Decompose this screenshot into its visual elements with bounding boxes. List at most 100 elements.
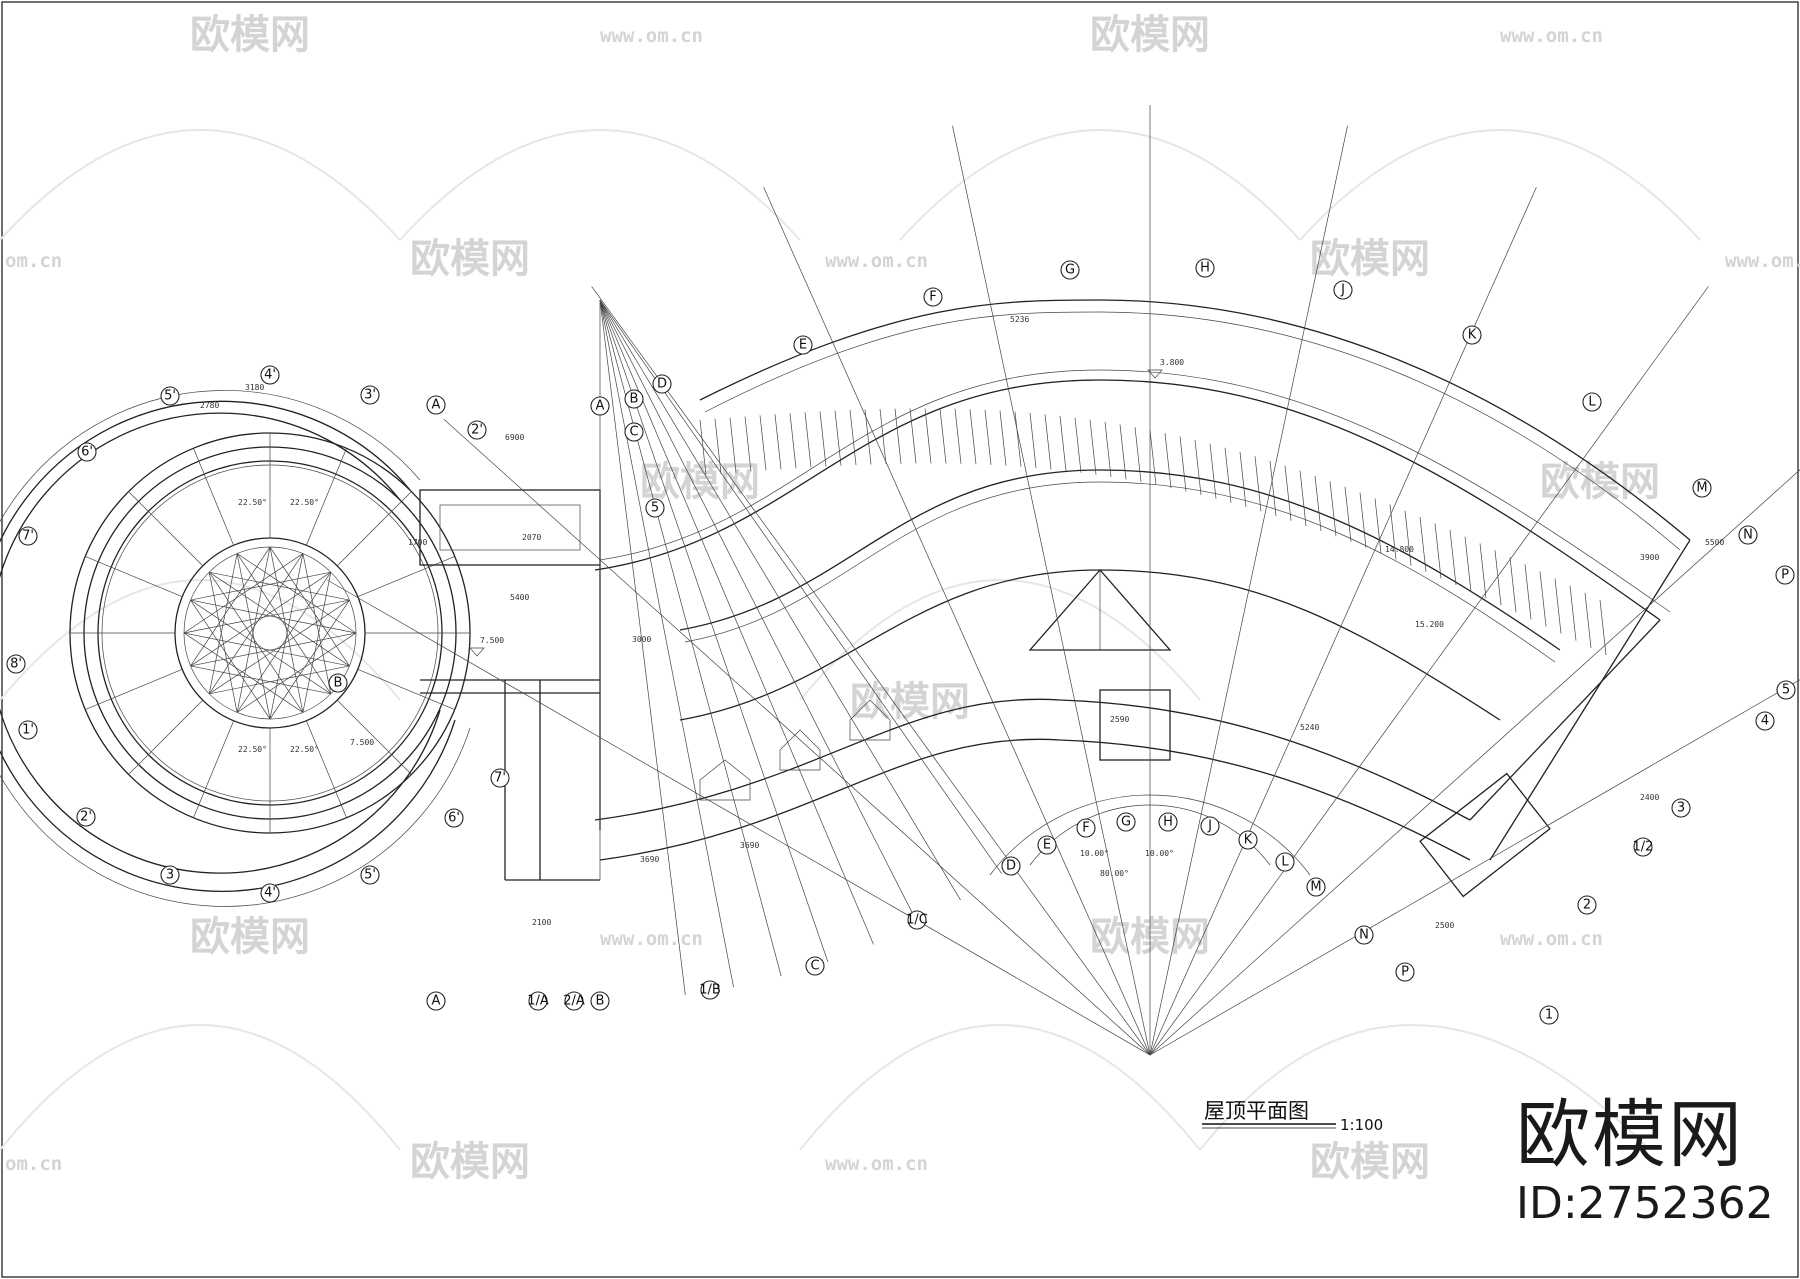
watermark-brand: 欧模网 bbox=[1310, 1139, 1430, 1185]
dimension-label: 3690 bbox=[740, 841, 759, 850]
grid-bubble-label: 1 bbox=[1545, 1008, 1553, 1023]
angle-label: 10.00° bbox=[1145, 849, 1174, 858]
grid-bubble: H bbox=[1195, 258, 1215, 278]
dimension-label: 5236 bbox=[1010, 315, 1029, 324]
grid-bubble-circle bbox=[1275, 852, 1295, 872]
watermark-brand: 欧模网 bbox=[190, 914, 310, 960]
circular-pavilion bbox=[0, 390, 471, 907]
grid-bubble-circle bbox=[467, 420, 487, 440]
grid-bubble: J bbox=[1333, 280, 1353, 300]
watermark-url: www.om.cn bbox=[1500, 928, 1603, 950]
grid-bubble-label: N bbox=[1359, 928, 1369, 943]
grid-bubble-label: L bbox=[1588, 395, 1596, 410]
star-line bbox=[190, 599, 332, 695]
grid-bubble-label: J bbox=[1340, 283, 1345, 298]
grid-bubble-label: D bbox=[657, 377, 667, 392]
grid-bubble: K bbox=[1462, 325, 1482, 345]
fan-line bbox=[591, 286, 1151, 1056]
rafter-line bbox=[849, 409, 857, 466]
rafter-line bbox=[1599, 599, 1607, 656]
grid-bubble: D bbox=[1001, 856, 1021, 876]
grid-bubble: M bbox=[1692, 478, 1712, 498]
watermark-brand: 欧模网 bbox=[190, 12, 310, 58]
rafter-line bbox=[1029, 412, 1037, 468]
fan-line bbox=[1149, 286, 1709, 1056]
grid-bubble: B bbox=[590, 991, 610, 1011]
grid-bubble: 1/B bbox=[699, 980, 721, 1000]
fan-line bbox=[599, 299, 919, 924]
rafter-line bbox=[774, 414, 782, 470]
brand-logo: 欧模网 ID:2752362 bbox=[1516, 1092, 1774, 1229]
grid-bubble-circle bbox=[907, 910, 927, 930]
grid-bubble: 8' bbox=[6, 654, 26, 674]
drawing-scale: 1:100 bbox=[1340, 1116, 1383, 1134]
spoke-line bbox=[85, 556, 183, 597]
grid-bubble-label: L bbox=[1281, 855, 1289, 870]
elevation-label: 14.800 bbox=[1385, 545, 1414, 554]
grid-bubble-circle bbox=[1395, 962, 1415, 982]
grid-bubble-circle bbox=[1692, 478, 1712, 498]
rafter-line bbox=[1269, 460, 1277, 516]
elevation-markers: 3.800 7.500 14.800 15.200 7.500 bbox=[350, 358, 1444, 747]
rafter-line bbox=[1299, 470, 1307, 526]
grid-bubble: E bbox=[793, 335, 813, 355]
dimension-label: 5500 bbox=[1705, 538, 1724, 547]
rafter-line bbox=[1149, 429, 1157, 486]
grid-bubble-label: A bbox=[596, 399, 605, 414]
spoke-line bbox=[336, 699, 412, 775]
grid-bubble: J bbox=[1200, 816, 1220, 836]
grid-bubble-label: P bbox=[1781, 568, 1789, 583]
grid-bubble-label: B bbox=[596, 994, 605, 1009]
dimension-label: 5240 bbox=[1300, 723, 1319, 732]
rafter-line bbox=[1194, 439, 1202, 496]
watermark-brand: 欧模网 bbox=[850, 679, 970, 725]
grid-bubble: G bbox=[1060, 260, 1080, 280]
rafter-line bbox=[954, 408, 962, 464]
dimension-label: 3900 bbox=[1640, 553, 1659, 562]
fan-line bbox=[1149, 469, 1800, 1056]
watermark-url: www.om.cn bbox=[1500, 25, 1603, 47]
dome-star-pattern bbox=[183, 546, 357, 720]
grid-bubble: 4' bbox=[260, 365, 280, 385]
rafter-line bbox=[1014, 411, 1022, 467]
grid-bubble-circle bbox=[1776, 680, 1796, 700]
grid-bubble-circle bbox=[1158, 812, 1178, 832]
grid-bubble-label: J bbox=[1207, 819, 1212, 834]
rafter-line bbox=[1284, 465, 1292, 521]
grid-bubble-label: H bbox=[1163, 815, 1173, 830]
rafter-line bbox=[1434, 523, 1442, 579]
star-line bbox=[236, 546, 271, 713]
rafter-line bbox=[879, 408, 887, 465]
grid-bubble-circle bbox=[76, 807, 96, 827]
rafter-line bbox=[714, 418, 722, 474]
grid-bubble-label: 1' bbox=[22, 723, 34, 738]
grid-bubble: 3 bbox=[1671, 798, 1691, 818]
star-line bbox=[236, 553, 271, 720]
rafter-line bbox=[789, 413, 797, 469]
star-line bbox=[208, 571, 304, 713]
grid-bubble-circle bbox=[923, 287, 943, 307]
dimension-label: 6900 bbox=[505, 433, 524, 442]
angle-label: 22.50° bbox=[290, 498, 319, 507]
rafter-line bbox=[1329, 481, 1337, 537]
star-line bbox=[269, 599, 350, 720]
grid-bubble-circle bbox=[1633, 837, 1653, 857]
roof-rafter-lines bbox=[699, 408, 1607, 656]
grid-bubble-circle bbox=[590, 396, 610, 416]
fan-line bbox=[1149, 125, 1348, 1056]
grid-bubble-label: 7' bbox=[494, 771, 506, 786]
fan-line bbox=[443, 419, 1151, 1056]
grid-bubble-label: 2' bbox=[80, 810, 92, 825]
watermark-arcs bbox=[0, 129, 1701, 1151]
rafter-line bbox=[924, 408, 932, 464]
grid-bubble-circle bbox=[1238, 830, 1258, 850]
spoke-line bbox=[306, 720, 347, 818]
grid-bubble-circle bbox=[328, 673, 348, 693]
grid-bubble-label: 6' bbox=[81, 445, 93, 460]
rafter-line bbox=[819, 411, 827, 467]
watermark-url: www.om.cn bbox=[600, 928, 703, 950]
rafter-line bbox=[1119, 424, 1127, 480]
fan-line bbox=[599, 299, 1002, 874]
grid-bubble: A bbox=[590, 396, 610, 416]
spoke-line bbox=[306, 448, 347, 546]
